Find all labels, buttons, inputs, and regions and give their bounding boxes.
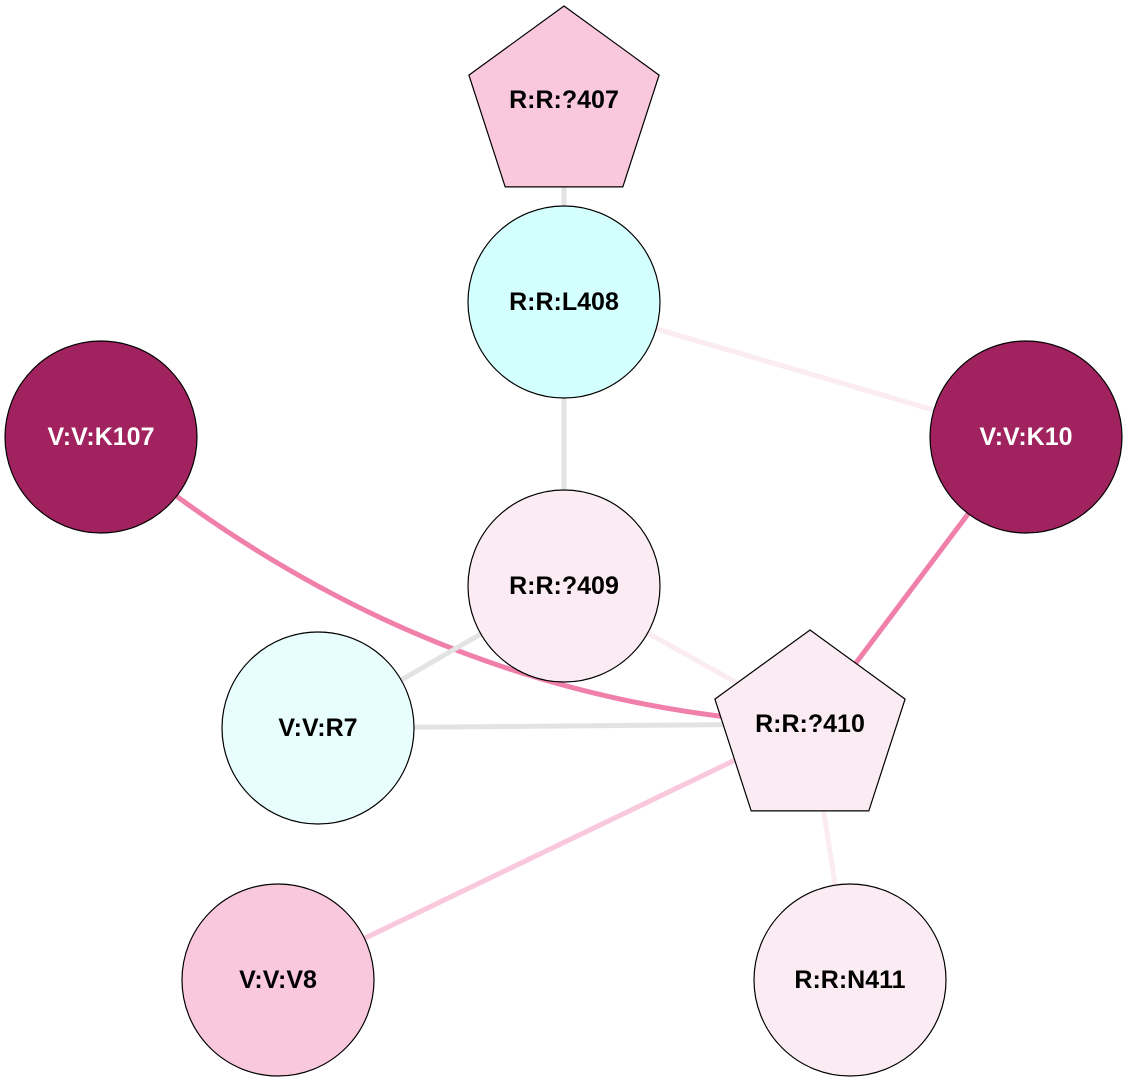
node-label: V:V:K107 <box>47 423 154 451</box>
node-r-r-n411[interactable]: R:R:N411 <box>753 883 947 1077</box>
circle-shape <box>181 883 375 1077</box>
circle-shape <box>753 883 947 1077</box>
node-v-v-k10[interactable]: V:V:K10 <box>929 340 1123 534</box>
node-label: V:V:V8 <box>239 966 317 994</box>
node-v-v-v8[interactable]: V:V:V8 <box>181 883 375 1077</box>
circle-shape <box>221 631 415 825</box>
edge-v-v-v8-r-r-410 <box>276 721 812 983</box>
node-v-v-r7[interactable]: V:V:R7 <box>221 631 415 825</box>
node-r-r-l408[interactable]: R:R:L408 <box>467 205 661 399</box>
circle-shape <box>4 340 198 534</box>
node-label: R:R:L408 <box>509 288 619 316</box>
node-r-r-410[interactable]: R:R:?410 <box>714 629 906 812</box>
node-r-r-409[interactable]: R:R:?409 <box>467 489 661 683</box>
edge-v-v-k107-r-r-410 <box>99 435 811 727</box>
circle-shape <box>467 205 661 399</box>
node-v-v-k107[interactable]: V:V:K107 <box>4 340 198 534</box>
node-label: V:V:K10 <box>979 423 1072 451</box>
circle-shape <box>929 340 1123 534</box>
node-r-r-407[interactable]: R:R:?407 <box>468 5 660 188</box>
circle-shape <box>467 489 661 683</box>
node-label: R:R:?409 <box>509 572 619 600</box>
node-label: R:R:?407 <box>509 86 619 114</box>
node-label: R:R:N411 <box>794 966 905 994</box>
pentagon-shape <box>714 629 906 812</box>
node-label: R:R:?410 <box>755 710 865 738</box>
pentagon-shape <box>468 5 660 188</box>
node-label: V:V:R7 <box>278 714 357 742</box>
